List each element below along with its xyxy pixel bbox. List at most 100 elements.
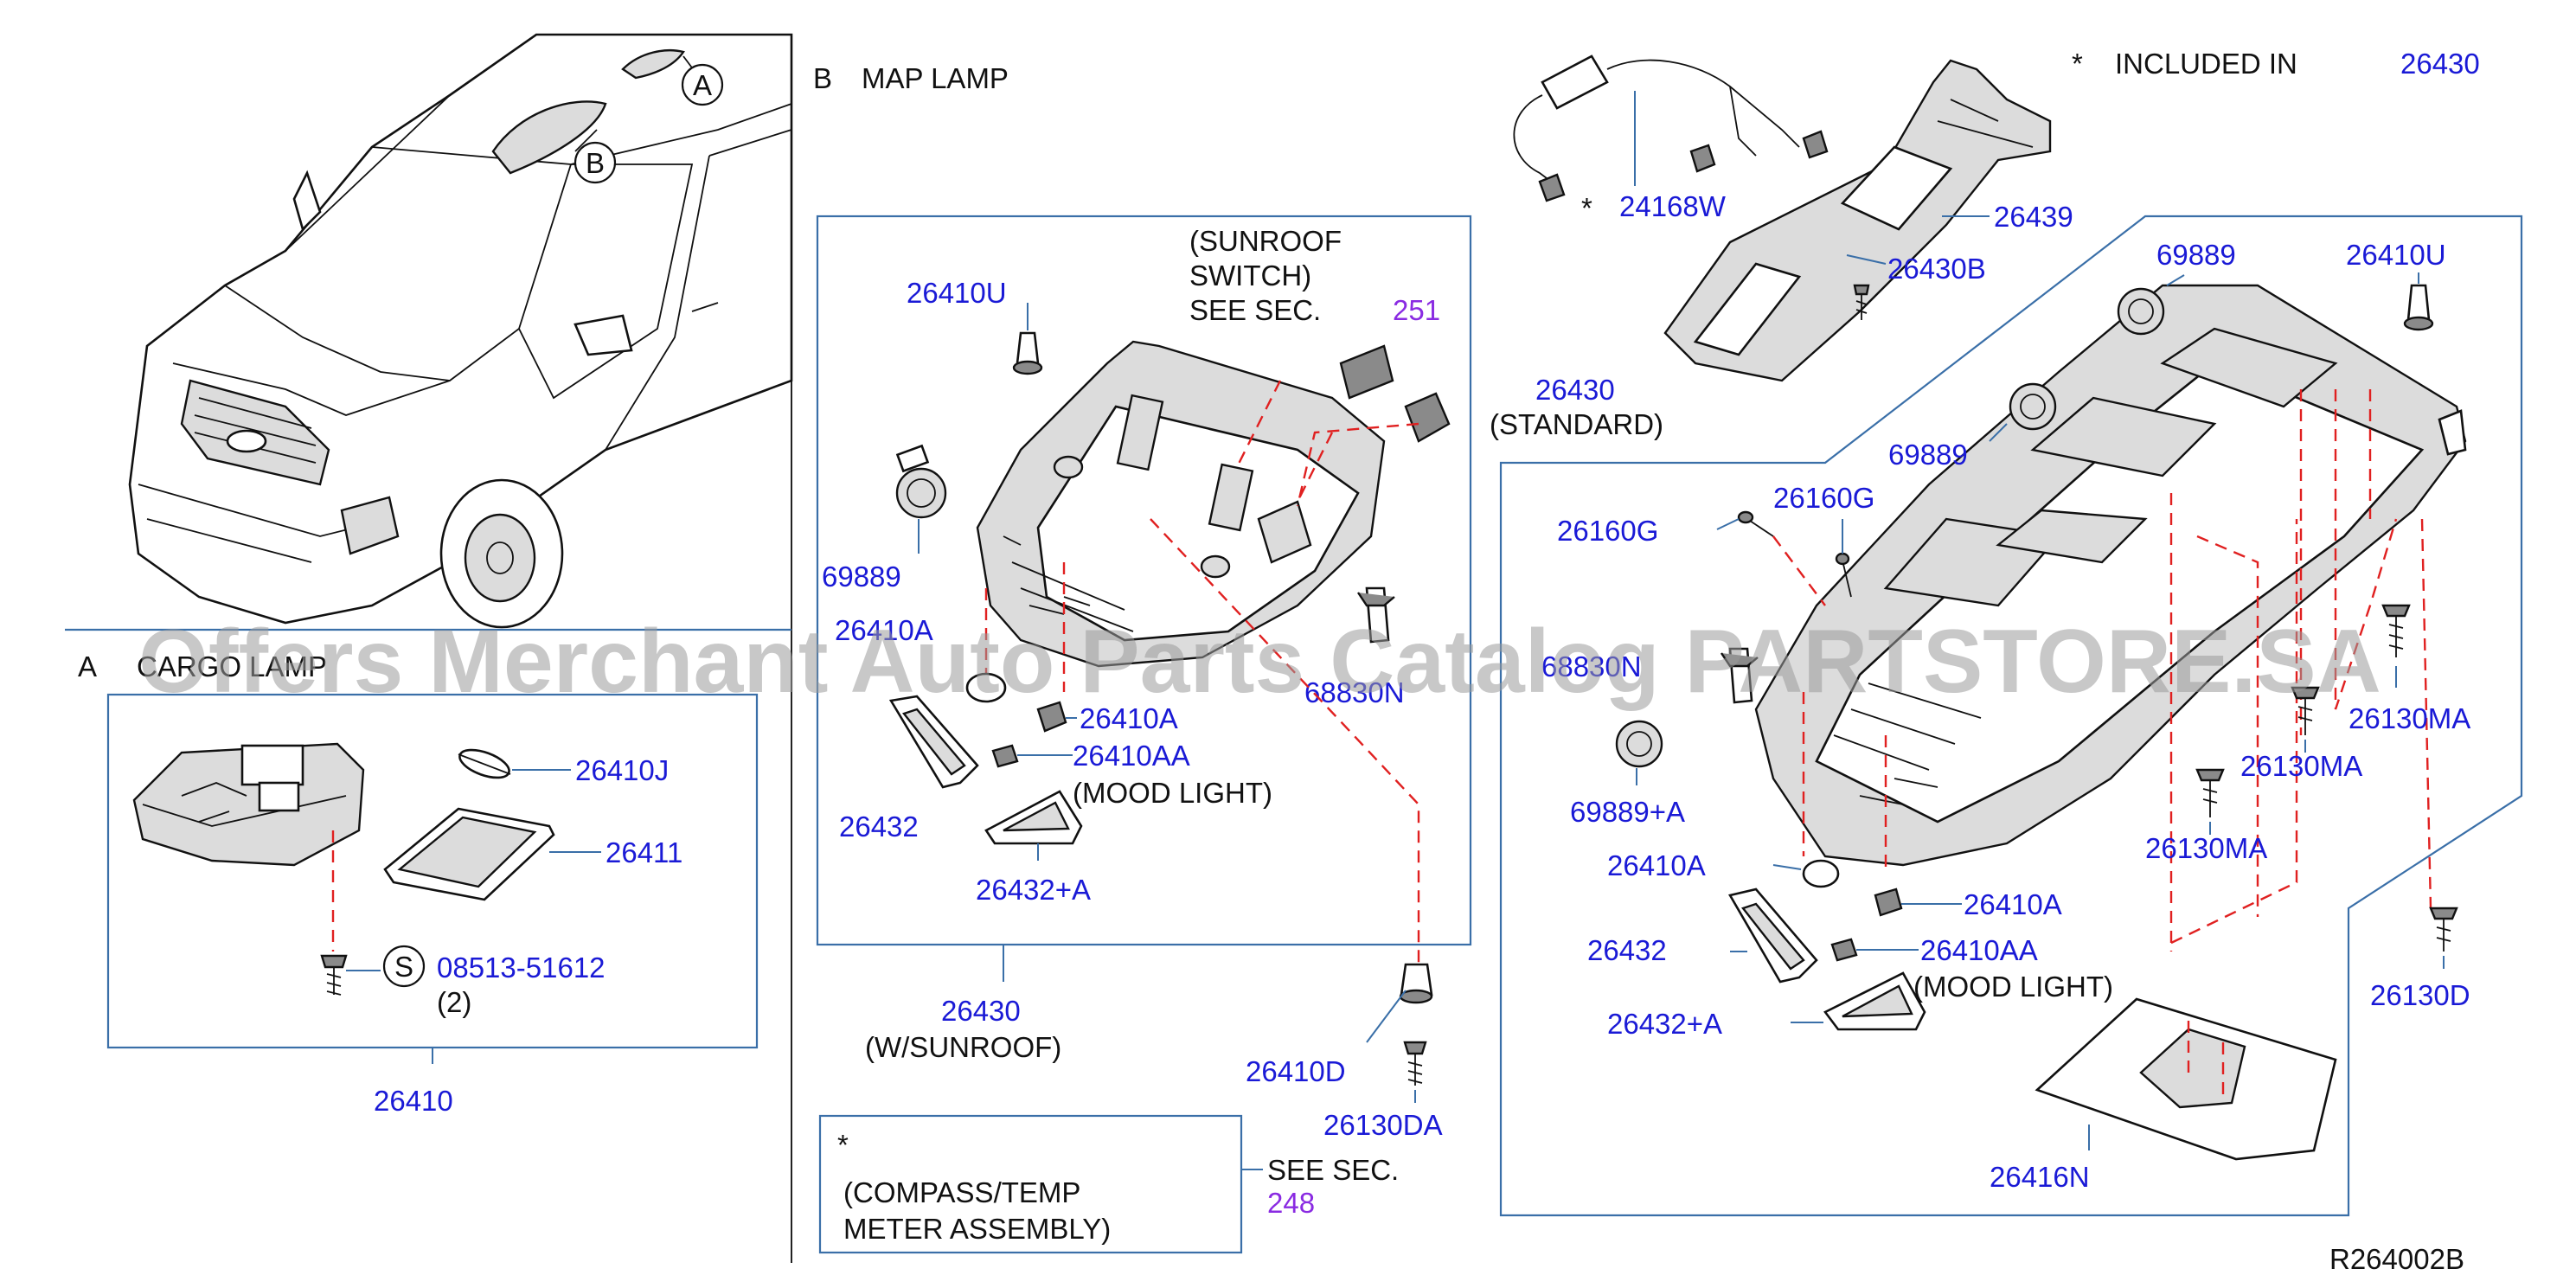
watermark: Offers Merchant Auto Parts Catalog PARTS…: [138, 612, 2381, 712]
part-26160G-b[interactable]: 26160G: [1773, 482, 1874, 514]
note-mood-light-left: (MOOD LIGHT): [1073, 777, 1272, 809]
bulb-26410A-right-1: [1802, 859, 1840, 888]
cargo-lamp-housing: [132, 742, 365, 867]
section-b-title: MAP LAMP: [862, 62, 1009, 94]
diagram-ref-code: R264002B: [2329, 1243, 2464, 1275]
sunroof-switch-parts: [1339, 344, 1451, 443]
screw-26130MA-1: [2381, 604, 2411, 657]
lens-26432A-right: [1823, 971, 1926, 1031]
qty-note: (2): [437, 986, 471, 1018]
cargo-lamp-lens-26411: [383, 807, 555, 901]
section-b-letter: B: [813, 62, 832, 94]
part-26432A-left[interactable]: 26432+A: [976, 874, 1091, 906]
part-26430B[interactable]: 26430B: [1887, 253, 1986, 285]
part-26130MA-2[interactable]: 26130MA: [2240, 750, 2362, 782]
screw-26130MA-2: [2291, 686, 2320, 735]
part-26410AA-left[interactable]: 26410AA: [1073, 740, 1190, 772]
part-26432-left[interactable]: 26432: [839, 811, 919, 843]
lens-26432-right: [1727, 888, 1818, 984]
pad-26416N: [2035, 997, 2337, 1161]
part-26410A-left-2[interactable]: 26410A: [1080, 702, 1178, 734]
part-26130DA[interactable]: 26130DA: [1323, 1109, 1443, 1141]
part-26410U-left[interactable]: 26410U: [907, 277, 1007, 309]
note-standard: (STANDARD): [1490, 408, 1663, 440]
part-26430-included[interactable]: 26430: [2400, 48, 2480, 80]
compass-note-2: METER ASSEMBLY): [843, 1213, 1111, 1245]
bracket-26439: [1663, 59, 2052, 382]
screw-26130D: [2429, 907, 2458, 952]
socket-69889-left: [895, 444, 947, 519]
screw-26160G-a: [1737, 510, 1774, 537]
part-26160G-a[interactable]: 26160G: [1557, 515, 1658, 547]
socket-69889A: [1615, 720, 1663, 768]
part-26410U-right[interactable]: 26410U: [2346, 239, 2446, 271]
part-26432-right[interactable]: 26432: [1587, 934, 1667, 966]
part-26130D[interactable]: 26130D: [2370, 979, 2470, 1011]
cargo-screw: [320, 954, 348, 996]
part-68830N-left[interactable]: 68830N: [1304, 676, 1405, 708]
part-69889-mid[interactable]: 69889: [1888, 439, 1968, 471]
callout-s-letter: S: [394, 951, 413, 983]
note-sunroof-switch-1: (SUNROOF: [1189, 225, 1342, 257]
part-26410AA-right[interactable]: 26410AA: [1920, 934, 2038, 966]
connector-68830N-left: [1357, 586, 1395, 644]
part-26410J[interactable]: 26410J: [575, 754, 669, 786]
lens-26432A-left: [984, 790, 1083, 845]
socket-69889-mid: [2009, 382, 2057, 431]
part-26432A-right[interactable]: 26432+A: [1607, 1008, 1722, 1040]
bulb-26410A-right-2: [1874, 888, 1903, 917]
part-26410D[interactable]: 26410D: [1246, 1055, 1346, 1087]
clip-26410U-left: [1012, 331, 1043, 375]
vehicle-illustration: A B: [128, 33, 793, 629]
part-26410[interactable]: 26410: [374, 1085, 453, 1117]
part-26411[interactable]: 26411: [606, 836, 682, 868]
compass-note-frame: [818, 1114, 1243, 1254]
callout-b-letter: B: [586, 147, 605, 179]
note-sunroof-switch-2: SWITCH): [1189, 260, 1311, 292]
map-lamp-housing: [976, 340, 1386, 668]
callout-s-circle: [382, 945, 426, 988]
part-69889-top[interactable]: 69889: [2156, 239, 2236, 271]
harness-24168W: [1513, 54, 1829, 202]
part-26416N[interactable]: 26416N: [1990, 1161, 2090, 1193]
connector-68830N-right: [1721, 647, 1759, 704]
part-26130MA-1[interactable]: 26130MA: [2349, 702, 2470, 734]
compass-note-1: (COMPASS/TEMP: [843, 1176, 1080, 1208]
harness-star: *: [1581, 192, 1592, 224]
included-star: *: [2072, 48, 2083, 80]
part-26130MA-3[interactable]: 26130MA: [2145, 832, 2267, 864]
note-w-sunroof: (W/SUNROOF): [865, 1031, 1061, 1063]
sec-ref-248[interactable]: 248: [1267, 1187, 1315, 1219]
part-24168W[interactable]: 24168W: [1619, 190, 1727, 222]
part-08513-51612[interactable]: 08513-51612: [437, 952, 606, 984]
overhead-console-standard: [1754, 284, 2467, 867]
bulb-26410AA-right: [1830, 938, 1858, 962]
sec-ref-251[interactable]: 251: [1393, 294, 1440, 326]
clip-26410U-right: [2403, 284, 2434, 331]
part-26430-standard[interactable]: 26430: [1535, 374, 1615, 406]
section-a-letter: A: [78, 650, 97, 682]
callout-a-letter: A: [693, 69, 712, 101]
part-69889-left[interactable]: 69889: [822, 561, 901, 593]
part-26410A-right-2[interactable]: 26410A: [1964, 888, 2062, 920]
sunroof-lamp-frame: [816, 215, 1472, 946]
clip-26410D: [1399, 963, 1433, 1004]
compass-note-star: *: [837, 1129, 849, 1161]
screw-26130MA-3: [2195, 768, 2225, 817]
section-a-title: CARGO LAMP: [137, 650, 327, 682]
compass-see-sec: SEE SEC.: [1267, 1154, 1399, 1186]
part-26410A-right-1[interactable]: 26410A: [1607, 849, 1706, 881]
standard-lamp-frame: [1499, 215, 2523, 1217]
cargo-lamp-bulb-26410J: [458, 748, 511, 779]
part-69889A[interactable]: 69889+A: [1570, 796, 1685, 828]
note-mood-light-right: (MOOD LIGHT): [1913, 971, 2113, 1003]
bulb-26410AA-left: [991, 744, 1019, 768]
part-26439[interactable]: 26439: [1994, 201, 2073, 233]
callout-b-circle: [574, 141, 617, 184]
part-26410A-left-1[interactable]: 26410A: [835, 614, 933, 646]
included-in-text: INCLUDED IN: [2115, 48, 2297, 80]
part-26430-sunroof[interactable]: 26430: [941, 995, 1021, 1027]
part-68830N-right[interactable]: 68830N: [1541, 650, 1642, 682]
callout-a-circle: [681, 63, 724, 106]
